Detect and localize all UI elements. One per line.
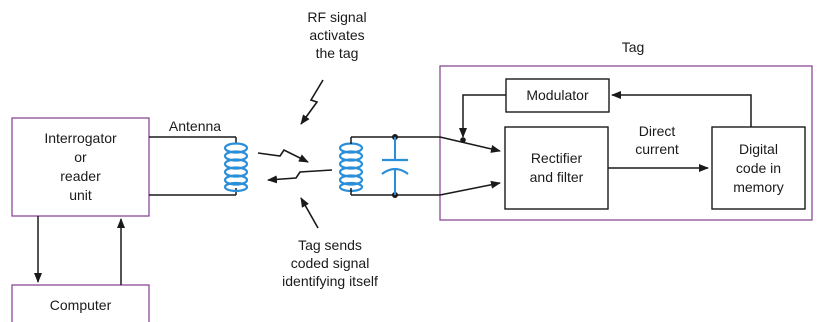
rf-signal-lightning-icon (300, 79, 324, 125)
modulator-to-line-arrow (459, 94, 506, 138)
tag-coil-icon (338, 142, 364, 193)
computer-box (11, 284, 150, 322)
tag-title: Tag (621, 39, 645, 55)
rf-bolts-icon (257, 148, 333, 184)
interrogator-label: Interrogator or reader unit (44, 130, 117, 203)
interrogator-box (11, 117, 150, 217)
rectifier-label: Rectifier and filter (529, 150, 584, 185)
computer-label: Computer (49, 297, 112, 313)
top-lead-to-rectifier (439, 136, 501, 153)
tag-sends-label: Tag sends coded signal identifying itsel… (282, 237, 378, 289)
direct-current-label: Direct current (635, 123, 679, 157)
reader-coil-icon (223, 142, 249, 193)
antenna-label: Antenna (168, 118, 222, 134)
bottom-lead-to-rectifier (439, 180, 501, 196)
tag-sends-arrow (300, 197, 319, 229)
memory-to-modulator-arrow (611, 91, 752, 127)
rf-signal-label: RF signal activates the tag (307, 9, 367, 61)
digital-code-label: Digital code in memory (733, 140, 784, 195)
tag-enclosure (439, 65, 813, 221)
capacitor-icon (381, 137, 409, 195)
digital-code-box (711, 126, 806, 210)
modulator-label: Modulator (526, 87, 589, 103)
